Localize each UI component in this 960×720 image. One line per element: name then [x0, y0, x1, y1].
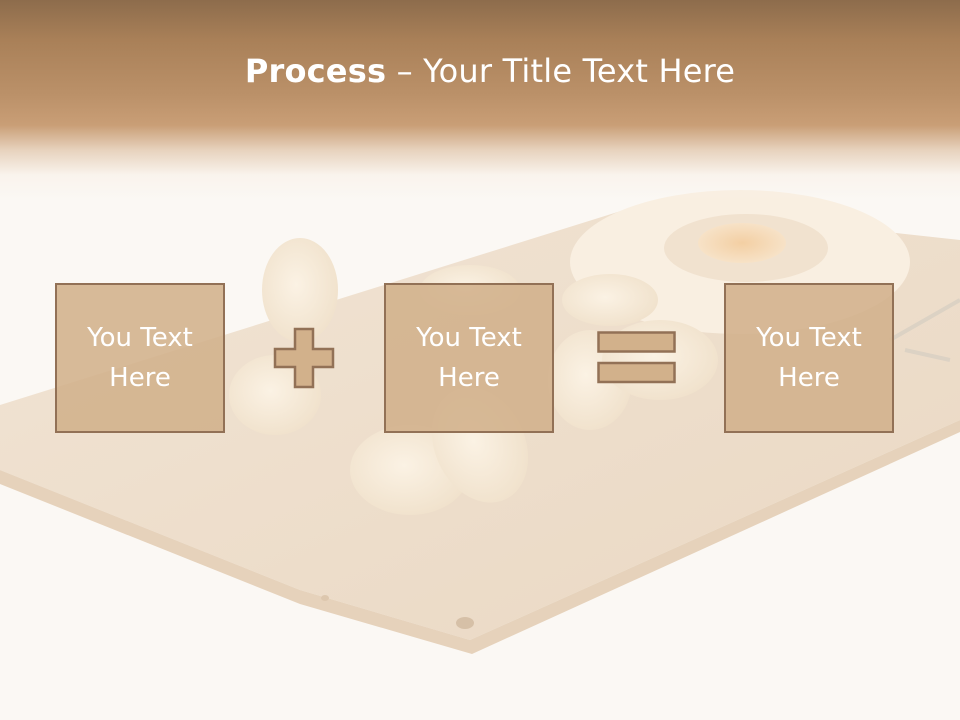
- process-box-2-text: You Text Here: [416, 323, 522, 393]
- process-box-2[interactable]: You Text Here: [384, 283, 554, 433]
- slide-title: Process – Your Title Text Here: [0, 52, 960, 90]
- title-rest: – Your Title Text Here: [386, 52, 736, 90]
- process-box-3-text: You Text Here: [756, 323, 862, 393]
- process-box-1[interactable]: You Text Here: [55, 283, 225, 433]
- process-box-1-text: You Text Here: [87, 323, 193, 393]
- equals-icon: [597, 331, 676, 384]
- title-bold: Process: [244, 52, 387, 90]
- header-band: [0, 0, 960, 200]
- plus-icon: [273, 327, 335, 389]
- process-box-3[interactable]: You Text Here: [724, 283, 894, 433]
